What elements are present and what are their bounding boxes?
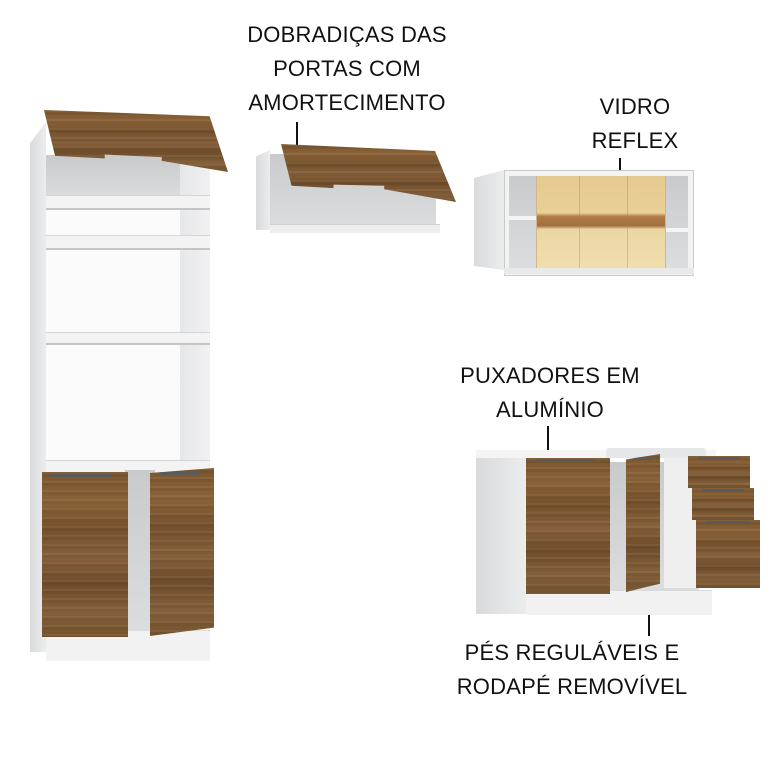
callout-handles-line2: ALUMÍNIO [496,397,604,422]
wall2-shelf-right [664,228,688,232]
leader-handles [547,426,549,460]
wall2-glass-door[interactable] [536,176,666,268]
leader-feet [648,604,650,636]
callout-hinges-line1: DOBRADIÇAS DAS [247,22,447,47]
base-left-door[interactable] [526,458,610,594]
base-drawer-3[interactable] [696,520,760,588]
callout-feet-line2: RODAPÉ REMOVÍVEL [456,674,688,699]
wall1-bottom-edge [270,224,440,233]
handle-icon [706,521,750,524]
tower-shelf-1 [46,195,210,210]
callout-glass-line1: VIDRO [599,94,671,119]
base-sink-cabinet [474,448,764,618]
wall2-side-panel [474,170,504,270]
callout-handles: PUXADORES EM ALUMÍNIO [440,359,660,427]
callout-glass-line2: REFLEX [591,128,679,153]
handle-icon [536,459,594,462]
wall-cabinet-flipup [256,144,456,236]
handle-icon [631,457,653,460]
base-drawer-1[interactable] [688,456,750,488]
callout-feet-line1: PÉS REGULÁVEIS E [464,640,680,665]
wall-cabinet-glass [474,168,694,280]
tower-shelf-2 [46,235,210,250]
base-top-surface [476,450,716,458]
glass-panel-divider [627,176,628,268]
glass-panel-divider [579,176,580,268]
tower-lower-left-door[interactable] [42,472,128,637]
callout-feet: PÉS REGULÁVEIS E RODAPÉ REMOVÍVEL [440,636,704,704]
wall1-side-panel [256,150,270,230]
base-plinth [526,590,712,615]
handle-icon [698,457,740,460]
base-drawer-2[interactable] [692,488,754,520]
tower-lower-right-door[interactable] [150,468,214,636]
base-side-panel [476,454,528,614]
callout-hinges: DOBRADIÇAS DAS PORTAS COM AMORTECIMENTO [232,18,462,120]
wall2-left-niche [509,176,536,268]
handle-icon [50,474,112,477]
leader-hinges [296,122,298,150]
tower-shelf-3 [46,332,210,345]
callout-hinges-line3: AMORTECIMENTO [248,90,446,115]
handle-icon [160,472,200,475]
handle-icon [702,489,744,492]
tall-tower-cabinet [30,110,230,670]
wall2-shelf-left [509,216,536,220]
wall2-right-niche [664,176,688,268]
callout-hinges-line2: PORTAS COM [273,56,421,81]
sink-recess [606,448,706,458]
base-middle-door-open[interactable] [626,454,660,592]
callout-glass: VIDRO REFLEX [560,90,710,158]
callout-handles-line1: PUXADORES EM [460,363,640,388]
wall2-bottom-edge [504,268,694,274]
